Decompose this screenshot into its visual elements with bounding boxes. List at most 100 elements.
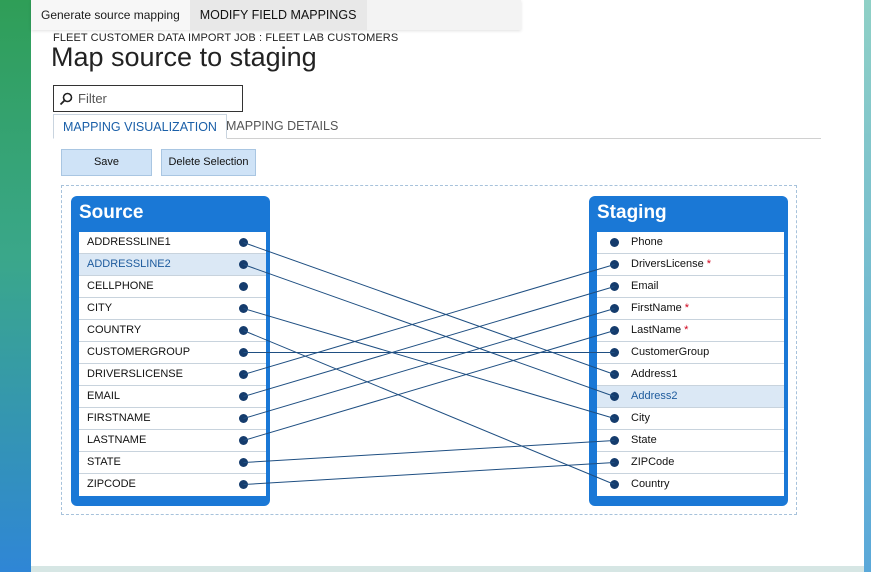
staging-field-row[interactable]: Address1 [597,364,784,386]
connector-dot-icon[interactable] [610,436,619,445]
source-field-row[interactable]: LASTNAME [79,430,266,452]
connector-dot-icon[interactable] [239,414,248,423]
page-title: Map source to staging [51,42,317,72]
connector-dot-icon[interactable] [239,326,248,335]
staging-field-label: FirstName* [631,298,689,319]
staging-field-label: State [631,430,657,451]
required-marker: * [684,324,689,336]
staging-field-row[interactable]: DriversLicense* [597,254,784,276]
source-field-label: LASTNAME [87,434,147,446]
staging-field-label: City [631,408,650,429]
filter-input[interactable] [78,91,238,106]
connector-dot-icon[interactable] [239,392,248,401]
connector-dot-icon[interactable] [239,480,248,489]
staging-field-label: Phone [631,232,663,253]
connector-dot-icon[interactable] [239,304,248,313]
source-field-row[interactable]: CELLPHONE [79,276,266,298]
source-field-row[interactable]: ADDRESSLINE1 [79,232,266,254]
staging-field-row[interactable]: Phone [597,232,784,254]
staging-field-text: CustomerGroup [631,346,710,358]
staging-field-text: DriversLicense [631,258,704,270]
staging-field-row[interactable]: CustomerGroup [597,342,784,364]
connector-dot-icon[interactable] [610,260,619,269]
source-field-row[interactable]: EMAIL [79,386,266,408]
connector-dot-icon[interactable] [610,370,619,379]
connector-dot-icon[interactable] [239,436,248,445]
source-field-label: ZIPCODE [87,478,136,490]
staging-field-row[interactable]: Email [597,276,784,298]
job-title: FLEET CUSTOMER DATA IMPORT JOB : FLEET L… [53,32,399,44]
source-field-row[interactable]: DRIVERSLICENSE [79,364,266,386]
staging-panel-title: Staging [597,202,667,223]
main-content: Generate source mapping MODIFY FIELD MAP… [31,0,864,566]
staging-field-text: State [631,434,657,446]
staging-field-label: Email [631,276,659,297]
connector-dot-icon[interactable] [610,304,619,313]
connector-dot-icon[interactable] [610,458,619,467]
connector-dot-icon[interactable] [239,370,248,379]
staging-field-label: LastName* [631,320,688,341]
connector-dot-icon[interactable] [610,414,619,423]
connector-dot-icon[interactable] [239,282,248,291]
connector-dot-icon[interactable] [610,238,619,247]
staging-field-row[interactable]: State [597,430,784,452]
connector-dot-icon[interactable] [610,326,619,335]
staging-field-row[interactable]: Address2 [597,386,784,408]
tab-modify-field-mappings[interactable]: MODIFY FIELD MAPPINGS [189,0,367,30]
connector-dot-icon[interactable] [239,260,248,269]
connector-dot-icon[interactable] [610,480,619,489]
staging-field-label: Country [631,474,670,495]
staging-field-label: CustomerGroup [631,342,709,363]
source-field-row[interactable]: ZIPCODE [79,474,266,496]
staging-field-text: Address1 [631,368,678,380]
source-field-row[interactable]: ADDRESSLINE2 [79,254,266,276]
staging-field-text: City [631,412,650,424]
connector-dot-icon[interactable] [610,392,619,401]
connector-dot-icon[interactable] [239,458,248,467]
staging-field-text: FirstName [631,302,682,314]
save-button[interactable]: Save [61,149,152,176]
staging-field-text: LastName [631,324,682,336]
source-field-label: FIRSTNAME [87,412,151,424]
staging-field-label: ZIPCode [631,452,674,473]
staging-field-label: Address1 [631,364,677,385]
tab-generate-source-mapping[interactable]: Generate source mapping [31,0,190,30]
source-field-label: EMAIL [87,390,121,402]
staging-field-row[interactable]: City [597,408,784,430]
staging-field-row[interactable]: FirstName* [597,298,784,320]
connector-dot-icon[interactable] [610,348,619,357]
filter-box[interactable] [53,85,243,112]
connector-dot-icon[interactable] [239,238,248,247]
source-field-label: CUSTOMERGROUP [87,346,191,358]
staging-field-text: Email [631,280,659,292]
connector-dot-icon[interactable] [239,348,248,357]
source-panel-title: Source [79,202,144,223]
tab-mapping-details[interactable]: MAPPING DETAILS [226,119,339,133]
source-field-label: STATE [87,456,121,468]
staging-field-text: Address2 [631,390,678,402]
source-field-label: CELLPHONE [87,280,154,292]
staging-field-row[interactable]: LastName* [597,320,784,342]
required-marker: * [684,302,690,314]
source-field-label: COUNTRY [87,324,142,336]
left-accent-strip [0,0,31,572]
tab-mapping-visualization[interactable]: MAPPING VISUALIZATION [53,114,227,139]
staging-field-row[interactable]: ZIPCode [597,452,784,474]
source-field-row[interactable]: CUSTOMERGROUP [79,342,266,364]
top-tab-bar: Generate source mapping MODIFY FIELD MAP… [31,0,521,30]
source-field-row[interactable]: COUNTRY [79,320,266,342]
delete-selection-button[interactable]: Delete Selection [161,149,256,176]
connector-dot-icon[interactable] [610,282,619,291]
staging-field-row[interactable]: Country [597,474,784,496]
source-field-label: DRIVERSLICENSE [87,368,183,380]
required-marker: * [706,258,712,270]
source-field-row[interactable]: STATE [79,452,266,474]
source-field-label: ADDRESSLINE2 [87,258,171,270]
source-field-label: ADDRESSLINE1 [87,236,171,248]
source-field-row[interactable]: CITY [79,298,266,320]
staging-field-text: Phone [631,236,663,248]
source-field-row[interactable]: FIRSTNAME [79,408,266,430]
